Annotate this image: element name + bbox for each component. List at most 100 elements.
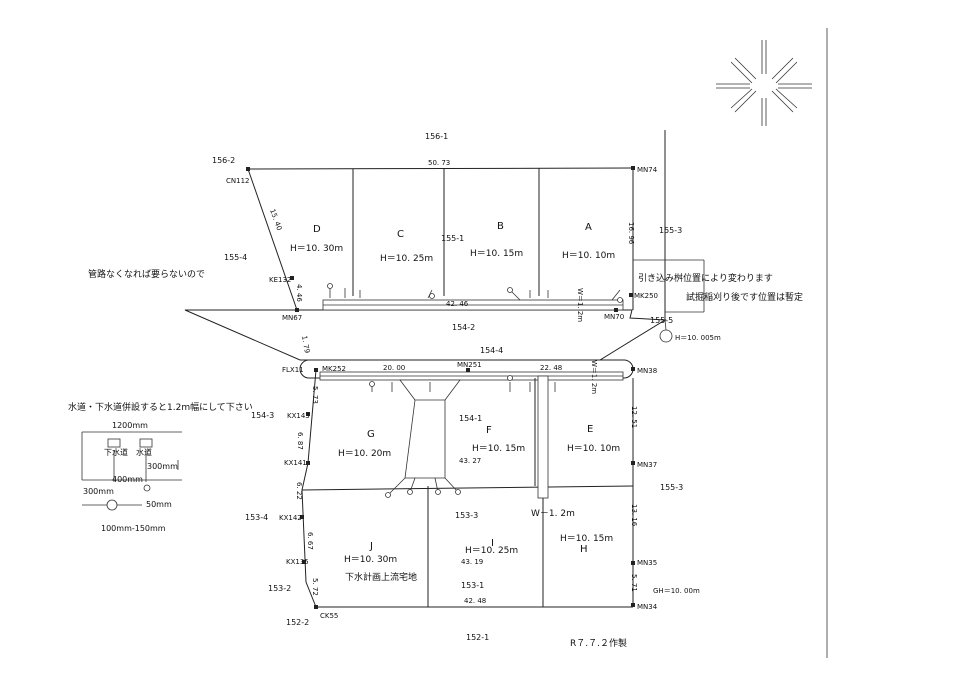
dim-bottom-width: 42. 48 — [464, 597, 486, 605]
lot-j-label: J — [369, 541, 373, 552]
dim-6-67: 6. 67 — [306, 532, 314, 550]
dim-w-lower: W－1. 2m — [531, 509, 575, 519]
legend-sewer: 下水道 — [104, 447, 128, 457]
lot-d-height: H＝10. 30m — [290, 244, 343, 254]
lot-d-label: D — [313, 224, 321, 235]
marker-mk250: MK250 — [634, 292, 658, 300]
dim-6-87: 6. 87 — [296, 432, 304, 450]
lot-e-label: E — [587, 424, 593, 435]
lot-b-label: B — [497, 221, 504, 232]
marker-kx142: KX142 — [279, 514, 302, 522]
marker-mn38: MN38 — [637, 367, 657, 375]
gauge-circle-icon — [659, 329, 673, 343]
marker-mk252: MK252 — [322, 365, 346, 373]
lot-h-height: H＝10. 15m — [560, 534, 613, 544]
dim-13-16: 13. 16 — [630, 504, 638, 527]
lower-block-boundary — [301, 369, 634, 608]
dim-5-71: 5. 71 — [630, 574, 638, 592]
note-h-10005: H＝10. 005m — [675, 334, 721, 342]
parcel-153-1: 153-1 — [461, 581, 484, 590]
dim-right-upper: 16. 96 — [627, 222, 635, 245]
marker-mn70: MN70 — [604, 313, 624, 321]
legend-sketch — [81, 431, 182, 511]
lot-j-height: H＝10. 30m — [344, 555, 397, 565]
parcel-152-1: 152-1 — [466, 633, 489, 642]
marker-mn34: MN34 — [637, 603, 658, 611]
legend-water: 水道 — [136, 447, 152, 457]
lot-g-label: G — [367, 429, 375, 440]
upper-road — [184, 299, 667, 361]
legend-width-1200: 1200mm — [112, 421, 148, 430]
parcel-155-4: 155-4 — [224, 253, 247, 262]
legend-range: 100mm-150mm — [101, 524, 166, 533]
lot-g-height: H＝10. 20m — [338, 449, 391, 459]
marker-flx: FLX11 — [282, 366, 304, 374]
dim-left-upper: 15. 40 — [268, 208, 283, 232]
parcel-154-1: 154-1 — [459, 414, 482, 423]
parcel-152-2: 152-2 — [286, 618, 309, 627]
parcel-153-2: 153-2 — [268, 584, 291, 593]
parcel-153-3: 153-3 — [455, 511, 478, 520]
north-arrow-icon — [716, 40, 812, 126]
parcel-155-5: 155-5 — [650, 316, 673, 325]
lot-a-height: H＝10. 10m — [562, 251, 615, 261]
note-gh: GH＝10. 00m — [653, 587, 700, 595]
dim-5-72: 5. 72 — [311, 578, 319, 596]
lot-c-height: H＝10. 25m — [380, 254, 433, 264]
legend-w300-right: 300mm — [147, 462, 178, 471]
marker-mn74: MN74 — [637, 166, 658, 174]
note-sewer-plan: 下水計画上流宅地 — [345, 571, 417, 583]
lot-f-label: F — [486, 425, 492, 436]
marker-kx141: KX141 — [284, 459, 307, 467]
dim-1-79: 1. 79 — [300, 335, 311, 354]
value-43-27: 43. 27 — [459, 457, 481, 465]
manhole-circles — [327, 283, 673, 498]
note-author-date: R７.７.２作製 — [570, 637, 627, 649]
legend-d50: 50mm — [146, 500, 172, 509]
lot-i-height: H＝10. 25m — [465, 546, 518, 556]
parcel-153-4: 153-4 — [245, 513, 268, 522]
parcel-154-4: 154-4 — [480, 346, 503, 355]
dim-12-51: 12. 51 — [630, 406, 638, 428]
parcel-156-2: 156-2 — [212, 156, 235, 165]
upper-block-boundary — [247, 130, 705, 320]
parcel-156-1: 156-1 — [425, 132, 448, 141]
note-no-pipe: 管路なくなれば要らないので — [88, 268, 205, 280]
dim-20-00: 20. 00 — [383, 364, 405, 372]
parcel-154-3: 154-3 — [251, 411, 274, 420]
dim-5-73: 5. 73 — [311, 386, 319, 404]
lot-c-label: C — [397, 229, 404, 240]
dim-w-right: W＝1. 2m — [590, 360, 598, 394]
parcel-155-1: 155-1 — [441, 234, 464, 243]
dim-6-22: 6. 22 — [295, 482, 303, 500]
dim-road-inner: 42. 46 — [446, 300, 469, 308]
survey-points — [246, 166, 635, 609]
parcel-154-2: 154-2 — [452, 323, 475, 332]
lot-h-label: H — [580, 544, 588, 555]
marker-ke132: KE132 — [269, 276, 291, 284]
marker-kx135: KX135 — [286, 558, 309, 566]
note-trial-dig: 試掘稲刈り後です位置は暫定 — [686, 291, 803, 303]
lot-a-label: A — [585, 222, 592, 233]
marker-kx143: KX143 — [287, 412, 310, 420]
lot-e-height: H＝10. 10m — [567, 444, 620, 454]
marker-mn35: MN35 — [637, 559, 657, 567]
marker-ck55: CK55 — [320, 612, 338, 620]
marker-cn112: CN112 — [226, 177, 250, 185]
parcel-155-3-top: 155-3 — [659, 226, 682, 235]
note-water-combo: 水道・下水道併設すると1.2m幅にして下さい — [68, 401, 253, 413]
dim-22-48: 22. 48 — [540, 364, 562, 372]
marker-mn37: MN37 — [637, 461, 657, 469]
branch-pipes — [329, 286, 621, 496]
legend-w400: 400mm — [112, 475, 143, 484]
dim-left-small: 4. 46 — [295, 284, 303, 302]
parcel-155-3-mid: 155-3 — [660, 483, 683, 492]
lot-i-label: I — [491, 538, 494, 549]
marker-mn251: MN251 — [457, 361, 482, 369]
marker-mn67: MN67 — [282, 314, 302, 322]
lot-b-height: H＝10. 15m — [470, 249, 523, 259]
dim-top-width: 50. 73 — [428, 159, 450, 167]
legend-w300-left: 300mm — [83, 487, 114, 496]
note-pull-in: 引き込み桝位置により変わります — [638, 272, 773, 284]
